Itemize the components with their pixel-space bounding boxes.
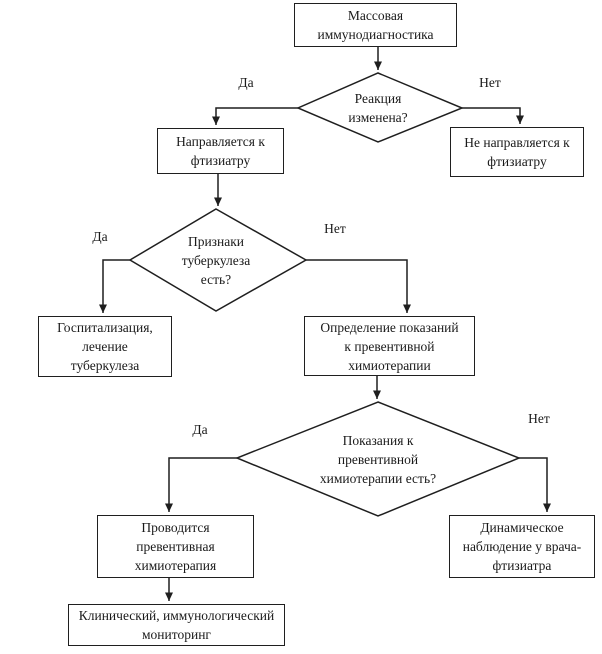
edge-label-signs-yes: Да: [92, 229, 108, 244]
connector-reaction-yes-to-referred: [212, 107, 298, 125]
connector-signs-yes-to-hosp: [99, 259, 130, 313]
decision-diamond-indications: [234, 401, 522, 517]
edge-label-indications-no: Нет: [528, 411, 550, 426]
node-hospitalization-treatment: Госпитализация, лечение туберкулеза: [38, 316, 172, 377]
connector-indications-no-to-dynamic: [519, 457, 551, 512]
edge-label-indications-yes: Да: [192, 422, 208, 437]
node-not-referred-to-phthisiatrician: Не направляется к фтизиатру: [450, 127, 584, 177]
edge-label-signs-no: Нет: [324, 221, 346, 236]
connector-signs-no-to-determine: [306, 259, 411, 313]
node-clinical-immunological-monitoring: Клинический, иммунологический мониторинг: [68, 604, 285, 646]
node-preventive-chemotherapy: Проводится превентивная химиотерапия: [97, 515, 254, 578]
node-mass-immunodiagnostics: Массовая иммунодиагностика: [294, 3, 457, 47]
decision-label-chemo-indications: Показания к превентивной химиотерапии ес…: [319, 432, 437, 486]
node-referred-to-phthisiatrician: Направляется к фтизиатру: [157, 128, 284, 174]
connector-reaction-no-to-notreferred: [462, 107, 524, 124]
connector-indications-yes-to-chemo: [165, 457, 237, 512]
node-determine-indications: Определение показаний к превентивной хим…: [304, 316, 475, 376]
node-dynamic-observation: Динамическое наблюдение у врача- фтизиат…: [449, 515, 595, 578]
decision-label-tb-signs: Признаки туберкулеза есть?: [181, 233, 251, 287]
edge-label-reaction-no: Нет: [479, 75, 501, 90]
decision-label-reaction-changed: Реакция изменена?: [348, 91, 408, 125]
decision-diamond-signs: [128, 208, 308, 312]
edge-label-reaction-yes: Да: [238, 75, 254, 90]
decision-diamond-reaction: [296, 72, 464, 143]
